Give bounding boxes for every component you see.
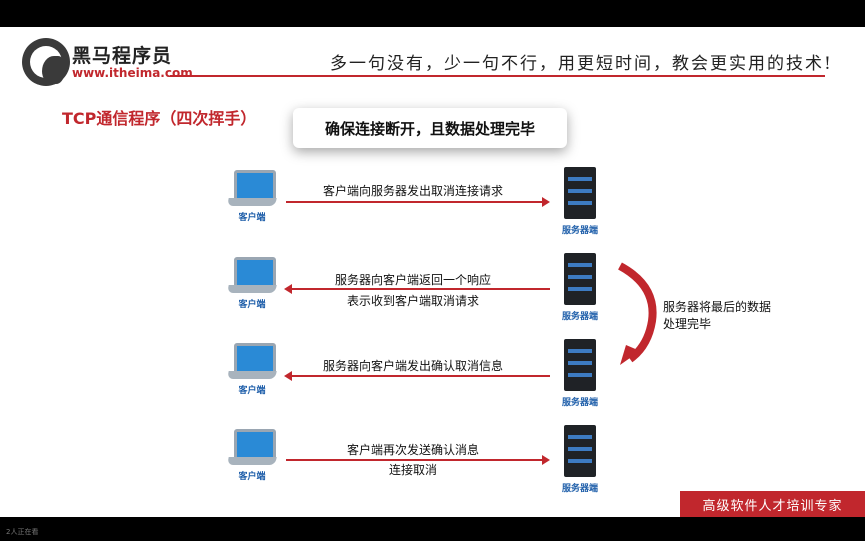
laptop-icon <box>234 257 276 289</box>
header-divider <box>170 75 825 77</box>
message-1: 客户端向服务器发出取消连接请求 <box>322 184 503 198</box>
slogan: 多一句没有，少一句不行，用更短时间，教会更实用的技术! <box>330 54 833 74</box>
server-icon <box>564 167 596 219</box>
client-laptop: 客户端 <box>222 164 282 224</box>
server: 服务器端 <box>550 167 610 237</box>
client-laptop: 客户端 <box>222 251 282 311</box>
message-3: 服务器向客户端发出确认取消信息 <box>322 359 503 373</box>
server-note: 服务器将最后的数据 处理完毕 <box>663 300 772 331</box>
viewer-count: 2人正在看 <box>6 528 39 536</box>
server-icon <box>564 339 596 391</box>
server: 服务器端 <box>550 339 610 409</box>
arrow-client-to-server <box>286 455 550 465</box>
server-icon <box>564 425 596 477</box>
server: 服务器端 <box>550 253 610 323</box>
slide-title: TCP通信程序（四次挥手） <box>62 109 257 128</box>
client-laptop: 客户端 <box>222 423 282 483</box>
slide: 黑马程序员 www.itheima.com 多一句没有，少一句不行，用更短时间，… <box>0 27 865 517</box>
highlight-bubble: 确保连接断开，且数据处理完毕 <box>293 108 567 148</box>
message-2-line1: 服务器向客户端返回一个响应 <box>334 273 491 287</box>
arrow-client-to-server <box>286 197 550 207</box>
curved-arrow-icon <box>618 262 657 365</box>
arrow-server-to-client <box>284 284 550 294</box>
brand-name: 黑马程序员 <box>72 45 173 67</box>
message-2-line2: 表示收到客户端取消请求 <box>346 294 479 308</box>
client-laptop: 客户端 <box>222 337 282 397</box>
arrow-server-to-client <box>284 371 550 381</box>
server-icon <box>564 253 596 305</box>
message-4-line1: 客户端再次发送确认消息 <box>346 443 479 457</box>
brand-url: www.itheima.com <box>72 66 193 80</box>
server: 服务器端 <box>550 425 610 495</box>
bottom-banner: 高级软件人才培训专家 <box>680 491 865 517</box>
message-4-line2: 连接取消 <box>388 463 437 477</box>
slide-header: 黑马程序员 www.itheima.com 多一句没有，少一句不行，用更短时间，… <box>0 27 865 107</box>
horse-logo-icon <box>22 38 70 86</box>
